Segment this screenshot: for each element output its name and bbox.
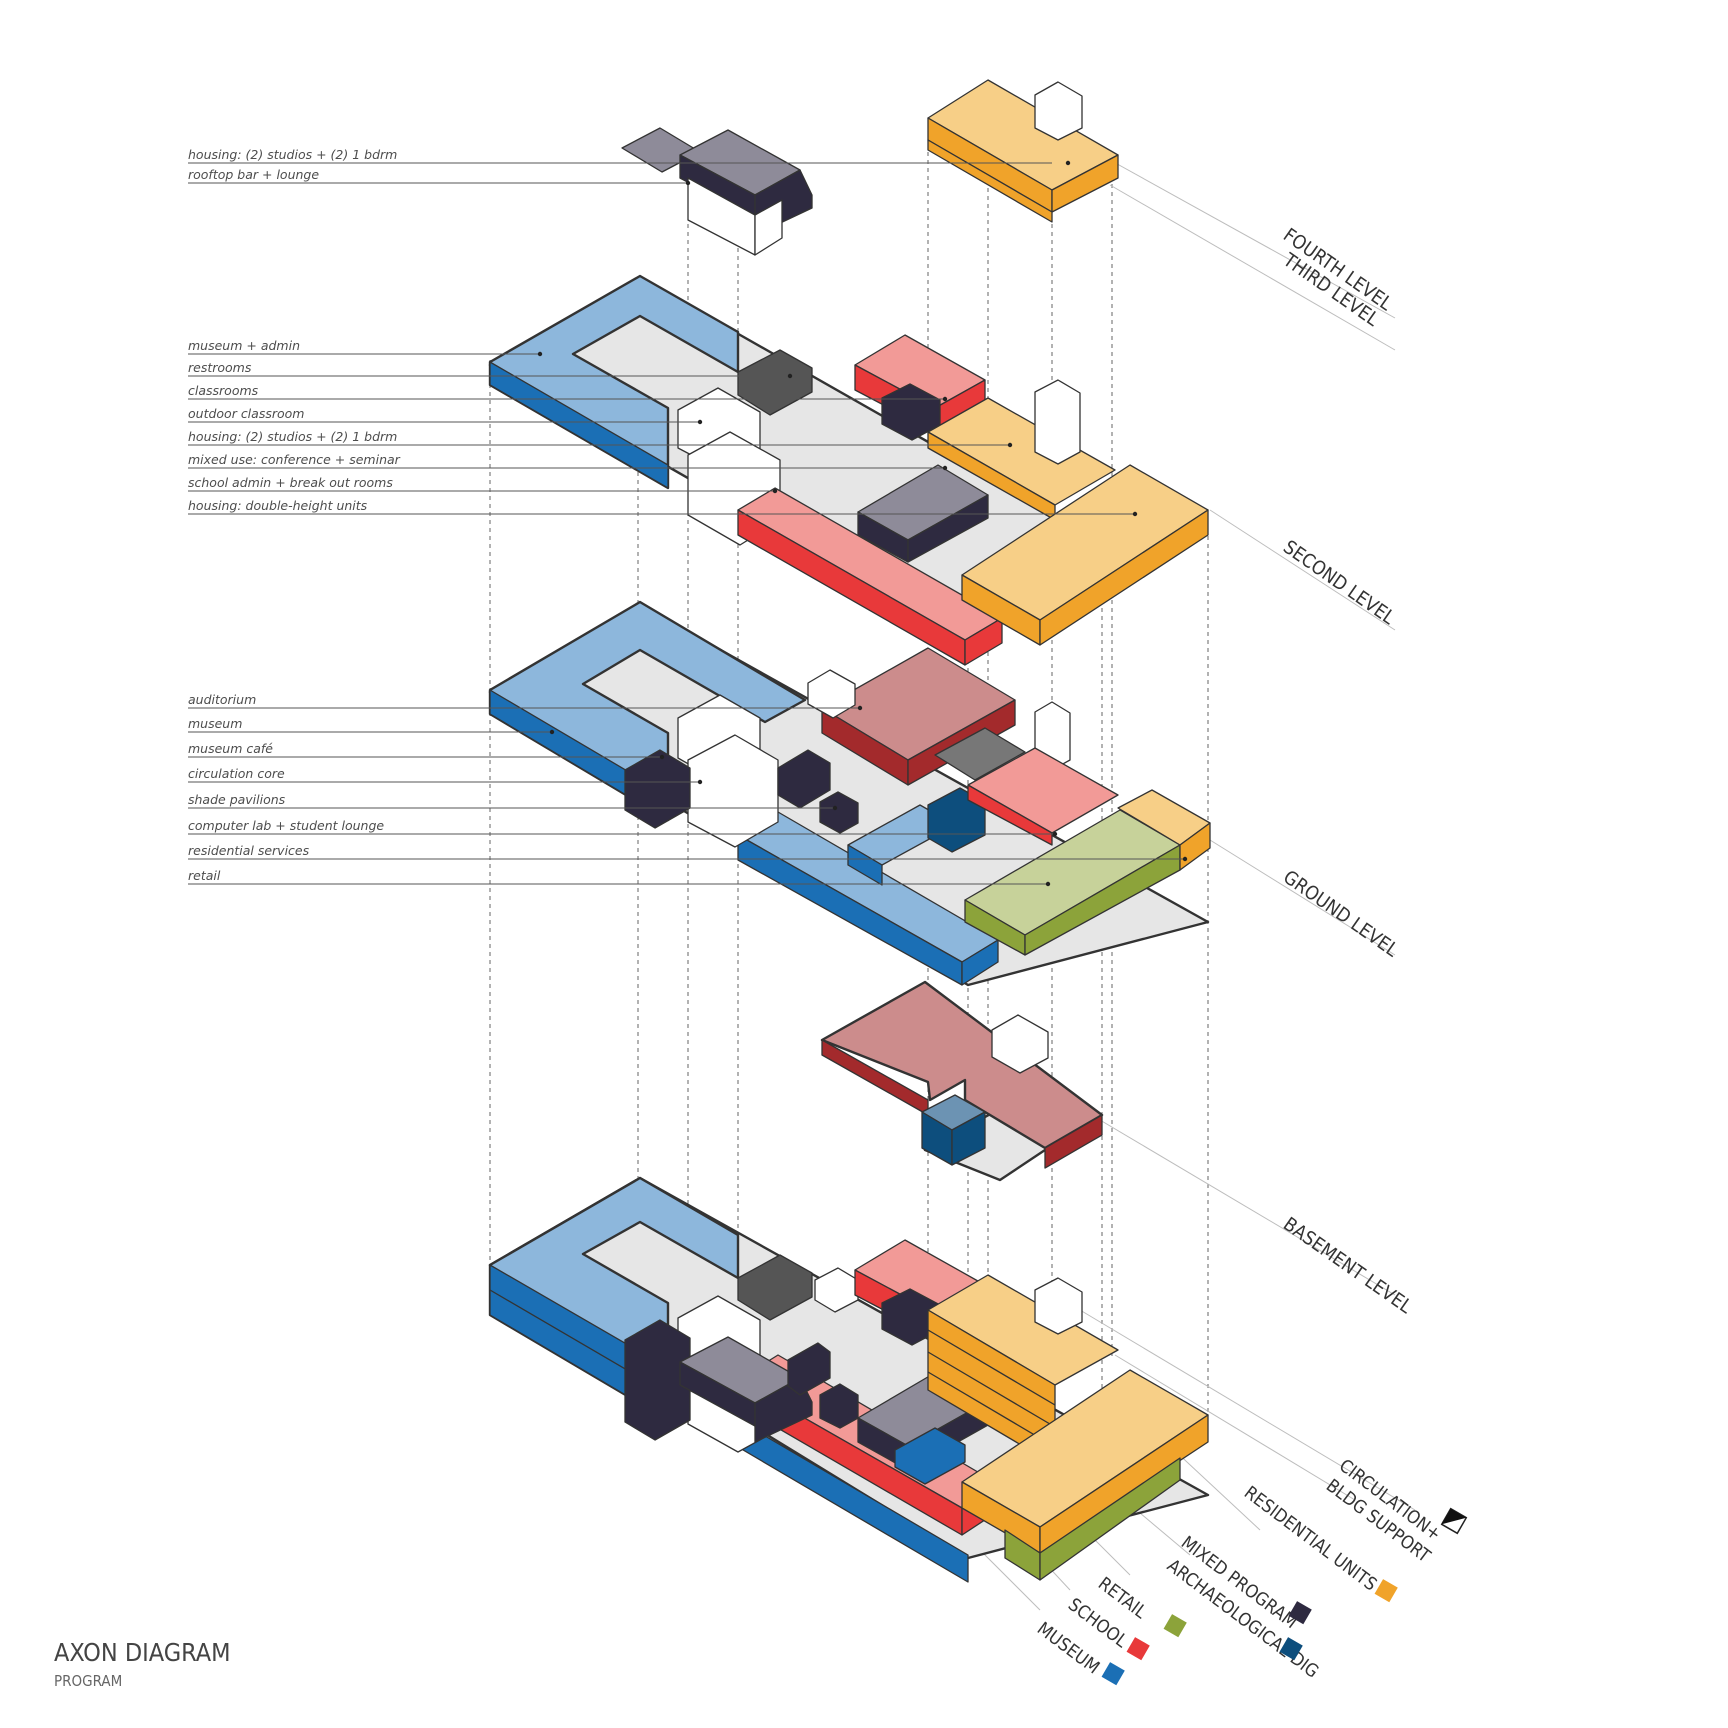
second-core-tall [1034, 379, 1081, 465]
level-label-ground: GROUND LEVEL [1279, 866, 1402, 962]
assembled-pavilion-a [787, 1342, 831, 1396]
housing-upper-core [1034, 81, 1083, 141]
legend-museum-swatch [1101, 1662, 1125, 1686]
callout-second-classrooms: classrooms [188, 383, 259, 398]
assembled-housing-b-side [1039, 1414, 1209, 1554]
diagram-subtitle: PROGRAM [54, 1672, 122, 1690]
assembled-dig-block [894, 1427, 966, 1485]
second-level [488, 274, 1209, 666]
callout-ground-museum: museum [188, 716, 242, 731]
callout-second-housing: housing: (2) studios + (2) 1 bdrm [188, 429, 397, 444]
ground-level [488, 600, 1211, 987]
callout-second-outdoor: outdoor classroom [188, 406, 304, 421]
basement-core [991, 1014, 1049, 1074]
callout-second-school-admin: school admin + break out rooms [188, 475, 393, 490]
assembled-restrooms [737, 1254, 813, 1321]
callout-ground-auditorium: auditorium [188, 692, 256, 707]
callout-ground-computer-lab: computer lab + student lounge [188, 818, 384, 833]
callout-ground-shade: shade pavilions [188, 792, 286, 807]
callouts-ground: auditorium museum museum café circulatio… [188, 692, 384, 883]
legend-dig-swatch [1279, 1637, 1303, 1661]
upper-levels [621, 79, 1119, 256]
ground-pavilion-b [819, 791, 859, 834]
basement-level [820, 980, 1104, 1182]
legend-residential-swatch [1374, 1579, 1398, 1603]
callout-second-mixed-use: mixed use: conference + seminar [188, 452, 401, 467]
assembled-core-tall [1034, 1277, 1083, 1335]
ground-core-b [687, 734, 779, 848]
assembled-core-c [814, 1267, 859, 1313]
legend-mixed-swatch [1288, 1601, 1312, 1625]
callouts-second: museum + admin restrooms classrooms outd… [188, 338, 401, 513]
legend-retail-swatch [1163, 1614, 1187, 1638]
level-label-second: SECOND LEVEL [1279, 536, 1399, 629]
housing-upper-front-2 [927, 139, 1053, 223]
second-housing-b-side [1039, 509, 1209, 646]
callout-ground-circulation: circulation core [188, 766, 285, 781]
ground-grey-block [934, 727, 1026, 781]
callout-leaders [188, 162, 1185, 885]
legend-circulation-swatch [1440, 1507, 1468, 1535]
legend-school-swatch [1126, 1637, 1150, 1661]
ground-pavilion-a [777, 749, 831, 809]
callout-second-restrooms: restrooms [188, 360, 252, 375]
callout-second-double-height: housing: double-height units [188, 498, 368, 513]
callout-upper-rooftop: rooftop bar + lounge [188, 167, 319, 182]
second-conference-side [907, 494, 989, 563]
assembled-model [488, 1176, 1210, 1583]
callout-ground-cafe: museum café [188, 741, 273, 756]
ground-school-front [967, 784, 1053, 846]
ground-dig-block [927, 787, 986, 853]
ground-computer-lab-front [847, 844, 883, 886]
level-labels: FOURTH LEVEL THIRD LEVEL SECOND LEVEL GR… [1278, 224, 1416, 1318]
ground-res-services-side [1179, 822, 1211, 871]
second-school-bar-side [964, 617, 1003, 666]
callouts-upper: housing: (2) studios + (2) 1 bdrm roofto… [188, 147, 397, 182]
second-museum-front [489, 361, 669, 489]
callout-ground-res-services: residential services [188, 843, 310, 858]
callout-upper-housing: housing: (2) studios + (2) 1 bdrm [188, 147, 397, 162]
callout-ground-retail: retail [188, 868, 221, 883]
basement-dig-side [1044, 1114, 1103, 1169]
ground-core-c [807, 669, 856, 719]
assembled-retail-side [1039, 1457, 1181, 1581]
level-label-basement: BASEMENT LEVEL [1279, 1213, 1416, 1318]
diagram-title: AXON DIAGRAM [54, 1638, 231, 1667]
callout-second-museum-admin: museum + admin [188, 338, 300, 353]
assembled-mixed-left [624, 1319, 691, 1441]
title-block: AXON DIAGRAM PROGRAM [54, 1638, 231, 1690]
ground-museum-bar-side [961, 939, 999, 986]
housing-upper-side [1051, 154, 1119, 213]
basement-dig-block-side [951, 1111, 986, 1166]
rooftop-core-side [754, 199, 783, 256]
callout-dots [537, 160, 1188, 887]
